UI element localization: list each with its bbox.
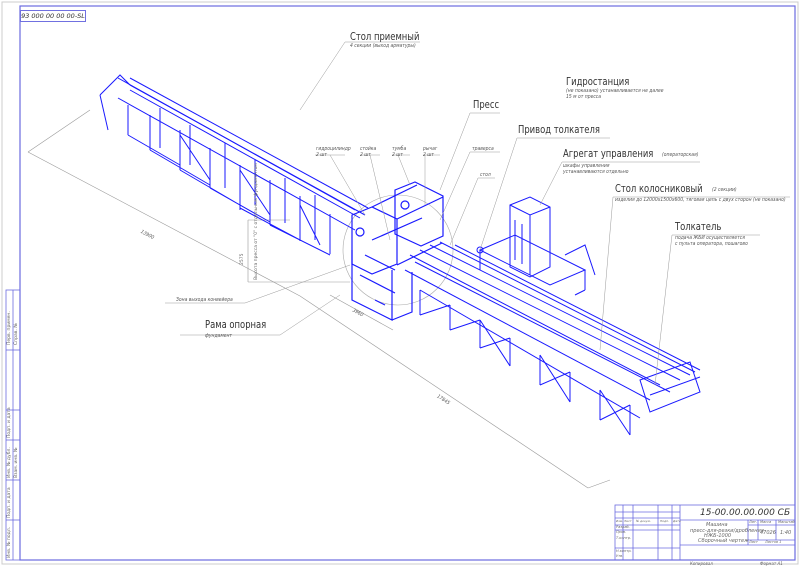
stamp-inv-dubl: Инв. № дубл. bbox=[7, 447, 12, 478]
tb-razrab: Разраб. bbox=[616, 525, 630, 529]
part-gidrocilindr: гидроцилиндр bbox=[316, 146, 351, 152]
note-tolkatel-1: подача ЖБИ осуществляется bbox=[675, 235, 745, 241]
tb-name3: НЖБ-1000 bbox=[704, 533, 732, 539]
suffix-agregat: (операторская) bbox=[662, 152, 699, 158]
label-tolkatel: Толкатель bbox=[675, 220, 722, 233]
label-privod-tolkatelya: Привод толкателя bbox=[518, 123, 600, 136]
inner-frame bbox=[19, 5, 796, 561]
stamp-sprav: Справ. № bbox=[14, 323, 19, 345]
tb-sign: Подп. bbox=[660, 519, 670, 523]
stamp-podp2: Подп. и дата bbox=[7, 487, 12, 518]
agregat-upravleniya bbox=[476, 196, 596, 296]
tb-sheet: Лист bbox=[749, 540, 758, 544]
tb-scale: Масштаб bbox=[778, 520, 795, 524]
note-gidrostanciya-2: 15 м от пресса bbox=[566, 94, 602, 100]
tb-name1: Машина bbox=[706, 522, 728, 528]
tb-mass-value: 47026 bbox=[760, 530, 776, 536]
tb-list: Лист bbox=[624, 519, 632, 523]
part-tumba-qty: 2 шт bbox=[392, 152, 404, 158]
side-stamp bbox=[5, 289, 21, 561]
label-agregat-upravleniya: Агрегат управления bbox=[563, 147, 654, 160]
tb-nkontr: Н.контр. bbox=[616, 549, 632, 553]
tb-doc: № докум. bbox=[636, 519, 651, 523]
tb-lit: Лит. bbox=[749, 520, 758, 524]
tb-name2: пресс-для-резки/дробления bbox=[690, 528, 764, 534]
label-stol-kolosnikovy: Стол колосниковый bbox=[615, 182, 703, 195]
tb-utv: Утв. bbox=[616, 554, 624, 558]
part-traversa: траверса bbox=[472, 146, 494, 152]
dimension-lines bbox=[27, 109, 611, 489]
tb-izm: Изм. bbox=[616, 519, 624, 523]
drawing-code-stamp: 93 000 00 00 00-SL bbox=[20, 10, 86, 22]
label-press: Пресс bbox=[473, 98, 500, 111]
part-stoika: стойка bbox=[360, 146, 377, 152]
tb-sheets: Листов 1 bbox=[765, 540, 782, 544]
stol-kolosnikovy bbox=[404, 241, 701, 436]
note-gidrostanciya-1: (не показано) устанавливается не далее bbox=[566, 88, 664, 94]
tb-prov: Пров. bbox=[616, 530, 627, 534]
press-height-note: Высота пресса от "0" с отдельным фундаме… bbox=[254, 163, 259, 280]
leader-lines bbox=[165, 41, 790, 386]
part-rychag-qty: 2 шт bbox=[423, 152, 435, 158]
part-tumba: тумба bbox=[392, 146, 407, 152]
note-agregat-2: устанавливаются отдельно bbox=[563, 169, 629, 175]
tb-copied: Копировал bbox=[690, 561, 713, 566]
note-rama-opornaya: фундамент bbox=[205, 333, 233, 339]
stamp-podp: Подп. и дата bbox=[7, 407, 12, 438]
stamp-vzam: Взам. инв. № bbox=[14, 447, 19, 478]
label-rama-opornaya: Рама опорная bbox=[205, 318, 267, 331]
tb-name4: Сборочный чертеж bbox=[698, 538, 749, 544]
part-stoika-qty: 2 шт bbox=[360, 152, 372, 158]
part-gidrocilindr-qty: 2 шт bbox=[316, 152, 328, 158]
tb-tkontr: Т.контр. bbox=[616, 536, 632, 540]
suffix-stol-kolosnikovy: (2 секции) bbox=[712, 187, 737, 193]
note-tolkatel-2: с пульта оператора, пошагово bbox=[675, 241, 748, 247]
part-rychag: рычаг bbox=[423, 146, 438, 152]
tb-format: Формат А1 bbox=[760, 561, 783, 566]
stamp-perv-primen: Перв. примен. bbox=[7, 311, 12, 345]
tb-mass: Масса bbox=[760, 520, 772, 524]
label-gidrostanciya: Гидростанция bbox=[566, 75, 630, 88]
label-zona-vyhoda: Зона выхода конвейера bbox=[176, 297, 233, 303]
note-stol-priemny: 4 секции (выход арматуры) bbox=[350, 43, 416, 49]
title-block-grid bbox=[614, 504, 796, 561]
conveyor-stol-priemny bbox=[99, 74, 369, 256]
press bbox=[351, 181, 444, 321]
tb-date: Дата bbox=[673, 519, 681, 523]
label-stol-priemny: Стол приемный bbox=[350, 30, 420, 43]
tb-designation: 15-00.00.00.000 СБ bbox=[700, 508, 791, 518]
dim-height: 2575 bbox=[240, 253, 245, 265]
note-agregat-1: шкафы управления bbox=[563, 163, 610, 169]
part-stol: стол bbox=[480, 172, 491, 178]
stamp-inv-podl: Инв. № подл. bbox=[7, 526, 12, 558]
note-stol-kolosnikovy: изделия до 12000х1500х600, тяговая цепь … bbox=[615, 197, 786, 203]
tb-scale-value: 1:40 bbox=[780, 530, 792, 536]
